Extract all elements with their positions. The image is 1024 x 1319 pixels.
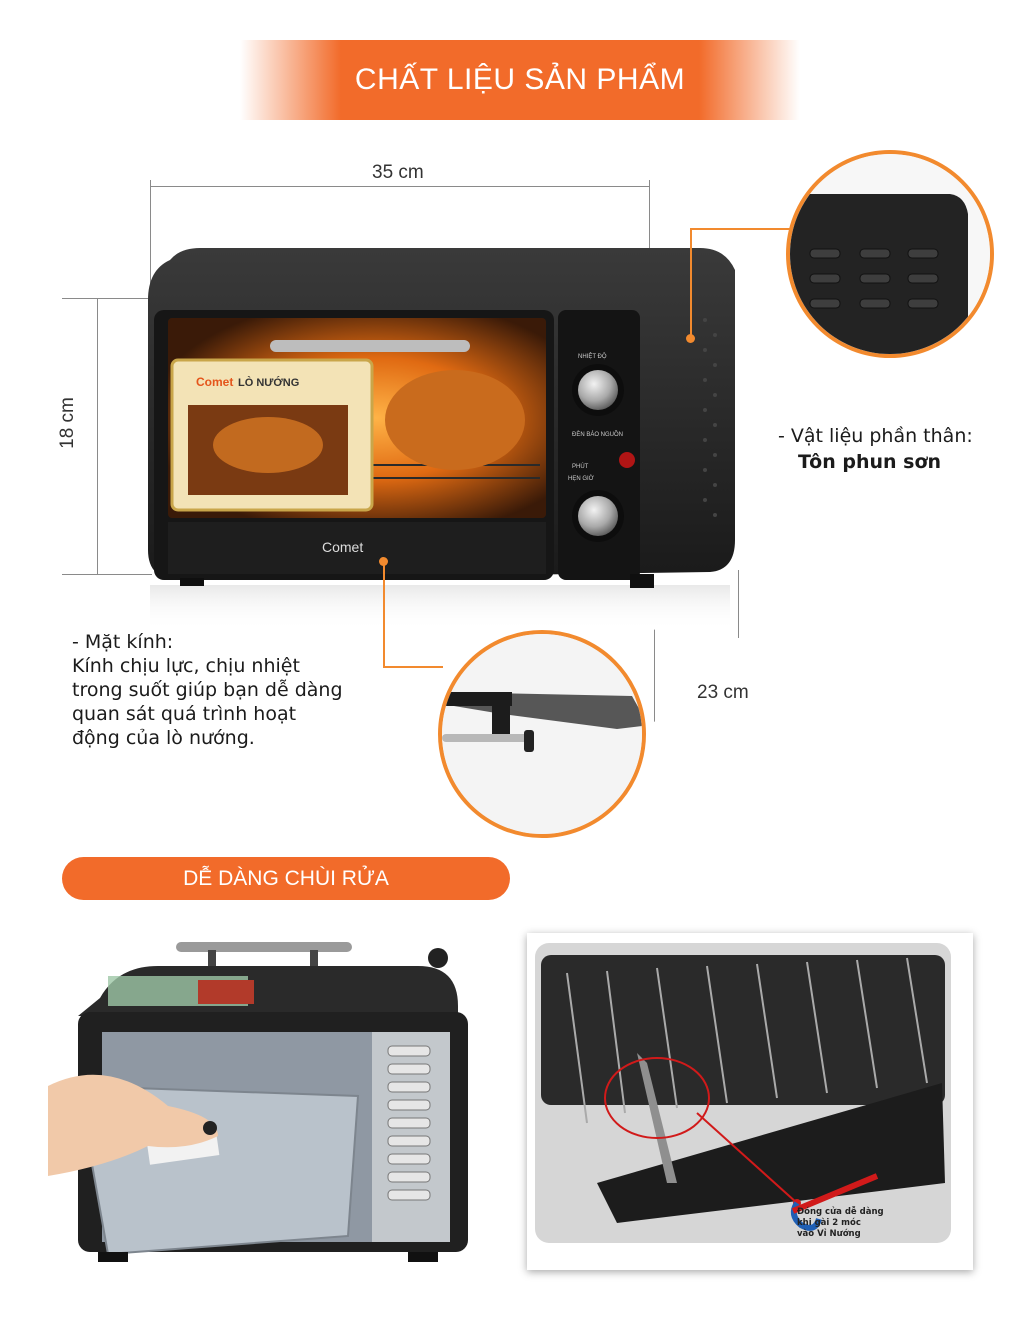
width-dimension-tick-right xyxy=(649,180,650,300)
width-dimension-tick-left xyxy=(150,180,151,300)
timer-sublabel: HẸN GIỜ xyxy=(568,475,594,482)
depth-label: 23 cm xyxy=(697,682,749,703)
glass-zoom xyxy=(438,630,646,838)
temp-label: NHIỆT ĐỘ xyxy=(578,352,607,360)
timer-label: PHÚT xyxy=(572,463,589,470)
width-label: 35 cm xyxy=(372,162,424,183)
height-dimension-line xyxy=(97,298,98,574)
body-material-value: Tôn phun sơn xyxy=(798,451,942,473)
rack-note-line2: khi gài 2 móc xyxy=(797,1218,861,1228)
glass-note-line1: Kính chịu lực, chịu nhiệt xyxy=(72,655,300,677)
width-dimension-line xyxy=(150,186,650,187)
body-material-note: - Vật liệu phần thân: Tôn phun sơn xyxy=(778,424,973,474)
power-label: ĐÈN BÁO NGUỒN xyxy=(572,431,623,438)
rack-note-line3: vào Vỉ Nướng xyxy=(797,1229,861,1239)
section-cleaning-label: DỄ DÀNG CHÙI RỬA xyxy=(183,866,389,890)
banner-title: CHẤT LIỆU SẢN PHẨM xyxy=(354,63,686,96)
glass-callout-line-h xyxy=(383,666,443,668)
vent-holes xyxy=(703,318,717,517)
box-brand: Comet xyxy=(196,375,233,389)
glass-note: - Mặt kính: Kính chịu lực, chịu nhiệt tr… xyxy=(72,630,343,750)
body-material-zoom xyxy=(786,150,994,358)
glass-note-line2: trong suốt giúp bạn dễ dàng xyxy=(72,679,343,701)
cleaning-photo xyxy=(48,936,468,1270)
height-dimension-tick-bottom xyxy=(62,574,152,575)
section-cleaning-title: DỄ DÀNG CHÙI RỬA xyxy=(62,857,510,900)
glass-note-line4: động của lò nướng. xyxy=(72,727,255,749)
door-brand-logo: Comet xyxy=(322,539,363,555)
glass-callout-dot xyxy=(379,557,388,566)
section-banner: CHẤT LIỆU SẢN PHẨM xyxy=(240,40,800,120)
rack-note-line1: Đóng cửa dễ dàng xyxy=(797,1207,884,1217)
body-callout-dot xyxy=(686,334,695,343)
body-callout-line-h xyxy=(690,228,790,230)
glass-note-line3: quan sát quá trình hoạt xyxy=(72,703,297,725)
rack-hook-note: Đóng cửa dễ dàng khi gài 2 móc vào Vỉ Nư… xyxy=(797,1207,884,1240)
body-callout-line-v xyxy=(690,228,692,338)
depth-dimension-tick xyxy=(738,570,739,638)
glass-callout-line-v xyxy=(383,562,385,668)
box-label: LÒ NƯỚNG xyxy=(238,376,299,389)
glass-note-title: - Mặt kính: xyxy=(72,631,174,653)
oven-illustration: Comet LÒ NƯỚNG Comet NHIỆT ĐỘ ĐÈN BÁO NG… xyxy=(148,248,735,630)
height-dimension-tick-top xyxy=(62,298,152,299)
body-material-title: - Vật liệu phần thân: xyxy=(778,425,973,447)
rack-hook-photo: Đóng cửa dễ dàng khi gài 2 móc vào Vỉ Nư… xyxy=(527,933,973,1270)
depth-dimension-line xyxy=(654,629,655,722)
height-label: 18 cm xyxy=(56,397,78,449)
